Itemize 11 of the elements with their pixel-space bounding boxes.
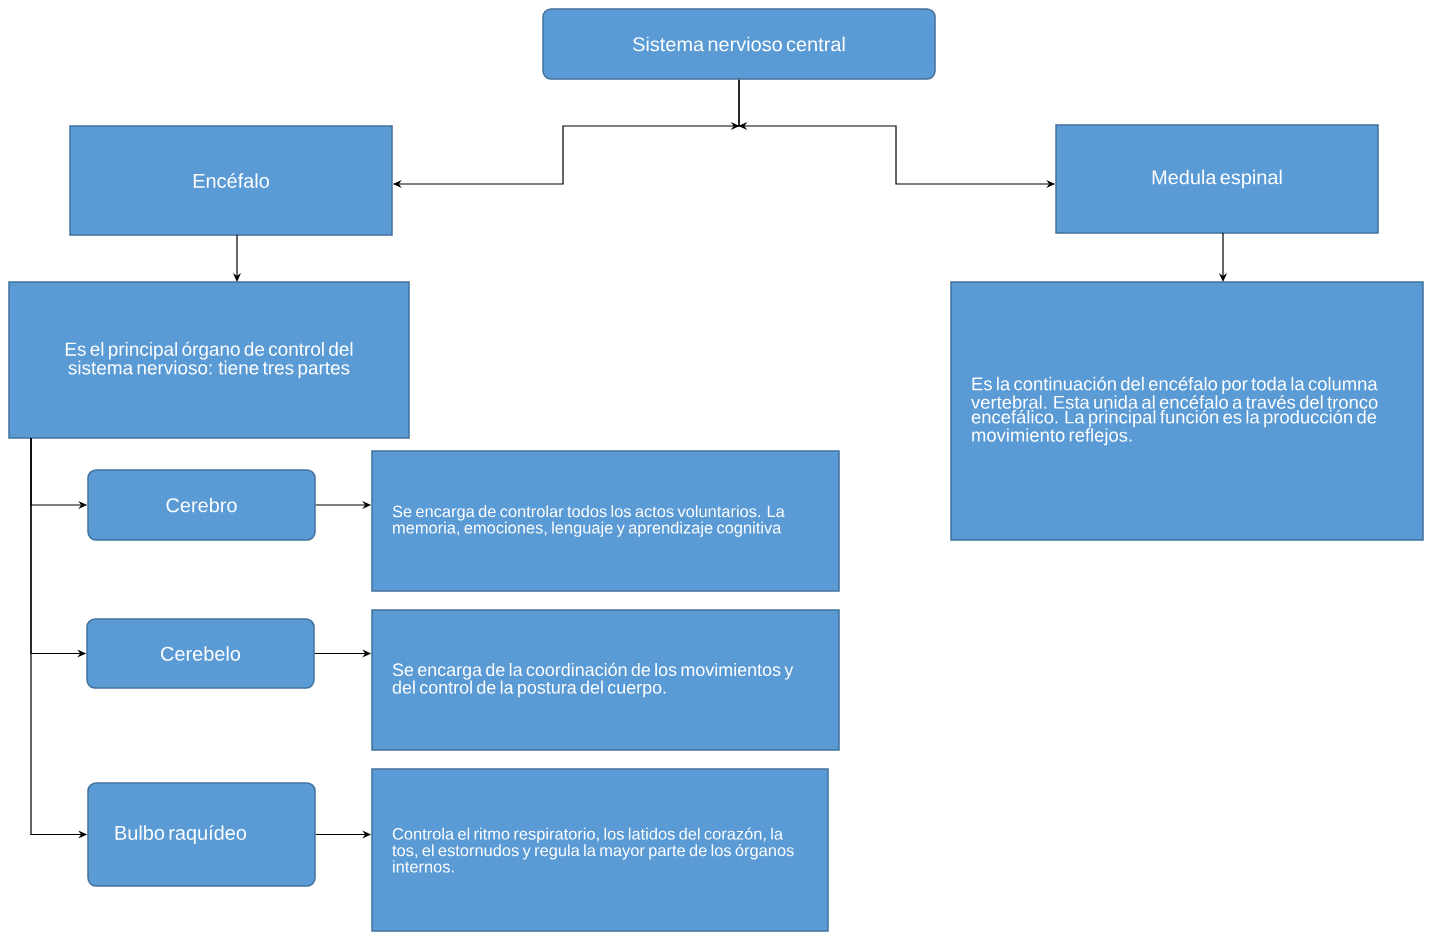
part-box: Cerebelo (86, 618, 315, 689)
process-box: Medula espinal (1055, 124, 1379, 234)
description-box: Es el principal órgano de control del sistema nervioso: tiene tres partes (8, 281, 410, 439)
description-box: Controla el ritmo respiratorio, los latidos del corazón, la tos, el estornudos y regula la mayor parte de los órganos internos. (371, 768, 829, 932)
part-box: Bulbo raquídeo (87, 782, 316, 887)
process-box: Encéfalo (69, 125, 393, 236)
description-box: Se encarga de la coordinación de los movimientos y del control de la postura del cuerpo. (371, 609, 840, 751)
part-box: Cerebro (87, 469, 316, 541)
description-box: Se encarga de controlar todos los actos voluntarios. La memoria, emociones, lenguaje y aprendizaje cognitiva (371, 450, 840, 592)
title-box: Sistema nervioso central (542, 8, 936, 80)
description-box: Es la continuación del encéfalo por toda la columna vertebral. Esta unida al encéfalo a través del tronco encefálico. La principal función es la producción de movimiento reflejos. (950, 281, 1424, 541)
